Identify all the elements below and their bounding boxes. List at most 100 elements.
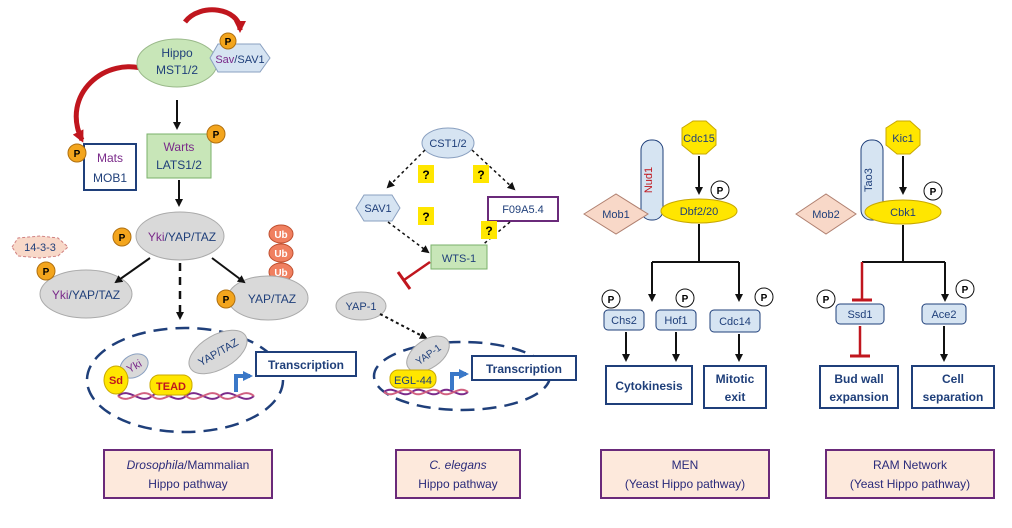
phospho-badge xyxy=(754,287,774,307)
mst-label: MST1/2 xyxy=(156,63,198,77)
yki-yap-taz-bound-label: Yki/YAP/TAZ xyxy=(52,288,120,302)
phospho-badge xyxy=(216,289,236,309)
inhibition-wts-yap xyxy=(403,260,431,282)
transcription-start-arrow xyxy=(234,371,253,392)
transcription-box xyxy=(255,351,357,377)
cell-separation-label: Cell xyxy=(942,372,964,386)
phospho-label: P xyxy=(225,37,232,48)
arrow-cst-sav1 xyxy=(386,149,426,189)
mob1-node xyxy=(583,193,649,235)
ace2-label: Ace2 xyxy=(931,309,956,321)
mob1-label: Mob1 xyxy=(602,209,630,221)
cdc15-label: Cdc15 xyxy=(683,133,715,145)
14-3-3-label: 14-3-3 xyxy=(24,242,56,254)
caption-line1: C. elegans xyxy=(429,458,486,472)
hof1-label: Hof1 xyxy=(664,315,687,327)
question-label: ? xyxy=(485,224,492,238)
question-badge xyxy=(418,207,434,225)
phospho-badge xyxy=(67,143,87,163)
transcription-label: Transcription xyxy=(486,362,562,376)
mitotic-exit-label: exit xyxy=(725,390,746,404)
phospho-label: P xyxy=(930,187,937,198)
tao3-node xyxy=(860,139,884,221)
dbf220-label: Dbf2/20 xyxy=(680,206,719,218)
lats-label: LATS1/2 xyxy=(156,158,202,172)
ubiquitin-badge xyxy=(268,243,294,263)
transcription-box xyxy=(471,355,577,381)
chs2-label: Chs2 xyxy=(611,315,637,327)
cdc15-node xyxy=(681,120,717,155)
branch-lines xyxy=(862,225,945,263)
yap1-nucleus-node xyxy=(406,335,450,373)
panel-men: Cdc15 Nud1 Mob1 Dbf2/20 P P P P Chs2 Hof… xyxy=(583,120,774,499)
transcription-label: Transcription xyxy=(268,358,344,372)
bud-wall-box xyxy=(819,365,899,409)
cdc14-node xyxy=(709,309,761,333)
sav-label: Sav/SAV1 xyxy=(215,54,264,66)
chs2-node xyxy=(603,309,645,331)
red-arrow-hippo-mats xyxy=(72,64,149,143)
panel-drosophila-mammalian: Hippo MST1/2 Sav/SAV1 P Warts LATS1/2 P … xyxy=(11,7,357,499)
phospho-label: P xyxy=(717,186,724,197)
caption-line1: MEN xyxy=(672,458,699,472)
mitotic-exit-label: Mitotic xyxy=(716,372,755,386)
arrow-yki-sequestered xyxy=(114,257,151,284)
mob2-node xyxy=(795,193,857,235)
ace2-node xyxy=(921,303,967,325)
caption-line1: RAM Network xyxy=(873,458,948,472)
yki-yap-taz-bound-node xyxy=(39,269,133,319)
panel-ram-network: Kic1 Tao3 Mob2 Cbk1 P P P Ssd1 Ace2 Bud … xyxy=(795,120,995,499)
arrow-yap-degradation xyxy=(211,257,246,284)
cst-label: CST1/2 xyxy=(429,138,466,150)
kic1-node xyxy=(885,120,921,155)
cst-node xyxy=(421,127,475,159)
sav1-label: SAV1 xyxy=(364,203,391,215)
phospho-badge xyxy=(816,289,836,309)
14-3-3-node xyxy=(11,235,69,259)
inhibition-bar xyxy=(396,271,412,290)
ubiquitin-badge xyxy=(268,224,294,244)
nucleus-outline xyxy=(85,326,285,434)
phospho-label: P xyxy=(761,293,768,304)
cell-separation-label: separation xyxy=(923,390,984,404)
yki-yap-taz-node xyxy=(135,211,225,261)
phospho-label: P xyxy=(74,149,81,160)
egl44-node xyxy=(389,369,437,389)
ubiquitin-chain: Ub Ub Ub xyxy=(268,224,294,282)
nud1-node xyxy=(640,139,664,221)
wts1-node xyxy=(430,244,488,270)
phospho-badge xyxy=(36,261,56,281)
sav-node xyxy=(209,43,271,73)
phospho-label: P xyxy=(962,285,969,296)
sav1-node xyxy=(355,194,401,222)
nud1-label: Nud1 xyxy=(643,167,655,193)
caption-box xyxy=(825,449,995,499)
tead-node xyxy=(149,374,193,396)
sd-label: Sd xyxy=(109,375,123,387)
cbk1-node xyxy=(864,199,942,225)
transcription-start-arrow xyxy=(450,369,469,390)
ub-label: Ub xyxy=(274,230,287,241)
mob2-label: Mob2 xyxy=(812,209,840,221)
ssd1-node xyxy=(835,303,885,325)
cell-separation-box xyxy=(911,365,995,409)
dbf220-node xyxy=(660,198,738,224)
phospho-label: P xyxy=(823,295,830,306)
tao3-label: Tao3 xyxy=(863,168,875,192)
ub-label: Ub xyxy=(274,268,287,279)
dna-strand xyxy=(117,392,255,400)
panel-c-elegans: CST1/2 SAV1 F09A5.4 ? ? ? ? WTS-1 YAP-1 … xyxy=(335,127,577,499)
warts-label: Warts xyxy=(164,140,195,154)
wts1-label: WTS-1 xyxy=(442,253,476,265)
phospho-badge xyxy=(675,288,695,308)
mats-mob1-node xyxy=(83,143,137,191)
cdc14-label: Cdc14 xyxy=(719,316,751,328)
caption-box xyxy=(600,449,770,499)
bud-wall-label: expansion xyxy=(829,390,888,404)
phospho-badge xyxy=(710,180,730,200)
hof1-node xyxy=(655,309,697,331)
f09a5-node xyxy=(487,196,559,222)
phospho-badge xyxy=(219,32,237,50)
phospho-label: P xyxy=(682,294,689,305)
